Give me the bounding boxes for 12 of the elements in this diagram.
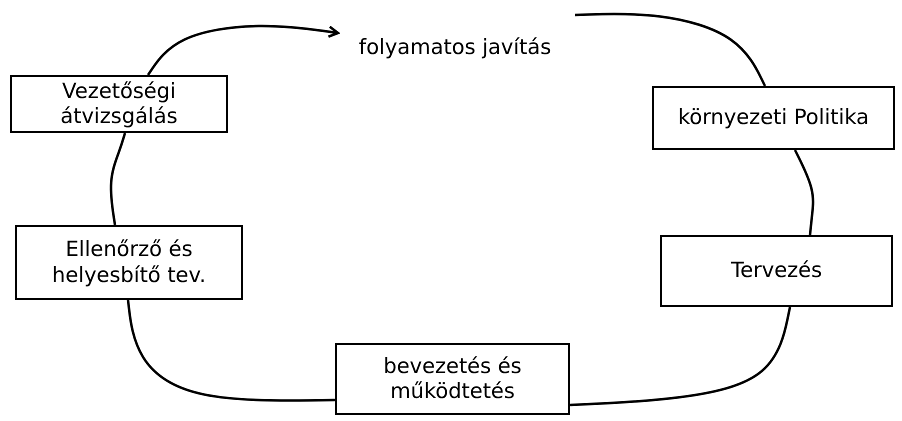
box-label: Vezetőségi átvizsgálás bbox=[59, 78, 179, 130]
box-label: környezeti Politika bbox=[678, 105, 870, 131]
box-label: bevezetés és működtetés bbox=[382, 354, 523, 404]
process-box bbox=[10, 75, 228, 133]
box-label: Ellenőrző és helyesbítő tev. bbox=[51, 237, 207, 288]
process-box bbox=[660, 235, 893, 307]
box-label: Tervezés bbox=[730, 258, 822, 284]
process-box bbox=[15, 225, 243, 300]
connector-arrow bbox=[146, 24, 340, 76]
step-label: folyamatos javítás bbox=[358, 35, 552, 61]
process-box bbox=[652, 86, 895, 150]
process-box bbox=[335, 343, 570, 415]
